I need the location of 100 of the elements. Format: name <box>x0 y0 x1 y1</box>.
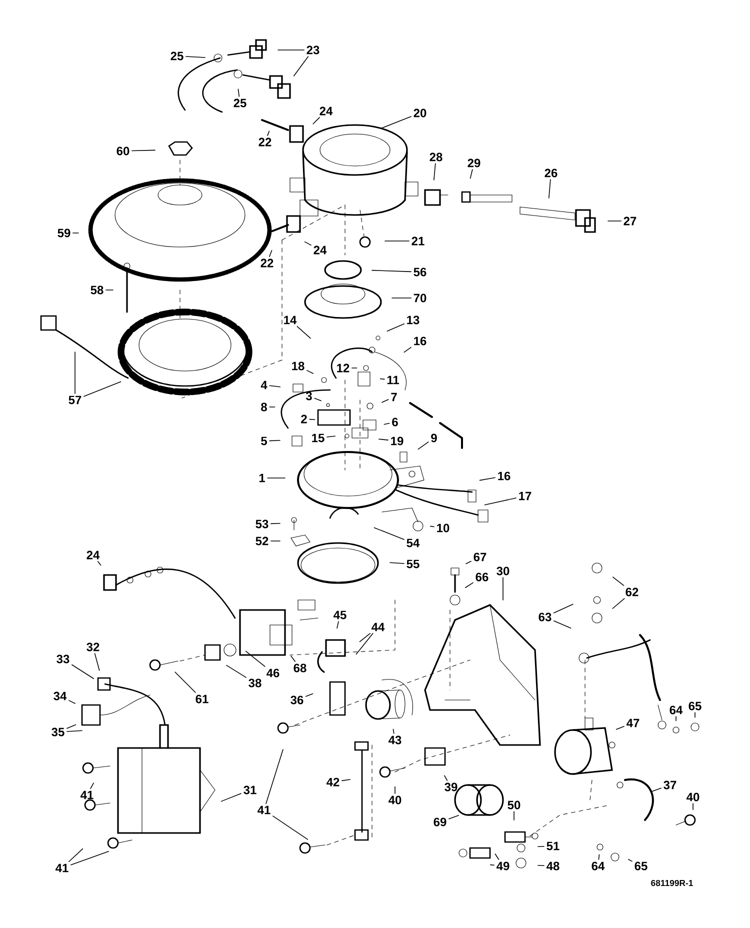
callout-number: 16 <box>498 472 510 480</box>
leader-line <box>484 498 516 506</box>
callout-number: 15 <box>312 434 324 442</box>
callout-number: 60 <box>116 146 130 156</box>
callout-number: 48 <box>546 862 560 870</box>
leader-line <box>269 406 276 408</box>
leader-line <box>430 526 434 528</box>
leader-line <box>290 656 296 662</box>
leader-line <box>374 527 404 540</box>
callout-number: 14 <box>284 316 297 324</box>
callout-number: 34 <box>54 692 67 700</box>
callout-number: 44 <box>372 622 385 632</box>
callout-number: 37 <box>664 780 676 790</box>
callout-number: 56 <box>414 268 426 276</box>
leader-line <box>272 816 308 840</box>
callout-number: 41 <box>56 864 68 872</box>
leader-line <box>72 232 79 234</box>
leader-line <box>356 633 374 655</box>
leader-line <box>270 540 280 542</box>
callout-number: 11 <box>387 376 399 384</box>
callout-number: 51 <box>546 842 560 850</box>
callout-number: 42 <box>326 778 340 786</box>
callout-number: 41 <box>258 806 270 814</box>
callout-number: 53 <box>256 520 268 528</box>
callout-number: 45 <box>334 610 346 620</box>
callout-number: 52 <box>256 536 268 546</box>
leader-line <box>384 422 390 425</box>
leader-line <box>372 270 412 272</box>
leader-line <box>390 562 404 564</box>
leader-line <box>448 815 459 820</box>
leader-line <box>132 150 156 152</box>
leader-line <box>84 381 122 397</box>
callout-number: 41 <box>80 790 94 800</box>
callout-number: 23 <box>306 46 320 54</box>
callout-number: 20 <box>414 108 426 118</box>
leader-line <box>186 56 206 58</box>
leader-line <box>554 604 574 614</box>
leader-line <box>494 854 500 860</box>
leader-line <box>304 241 312 246</box>
leader-line <box>296 326 311 339</box>
leader-line <box>394 786 396 794</box>
leader-line <box>245 650 266 667</box>
leader-line <box>74 352 76 394</box>
callout-number: 24 <box>320 106 333 116</box>
leader-line <box>378 438 388 440</box>
callout-number: 63 <box>538 612 552 622</box>
leader-line <box>359 633 370 642</box>
callout-number: 46 <box>266 668 280 678</box>
callout-number: 18 <box>292 362 304 370</box>
leader-line <box>68 700 76 704</box>
callout-number: 25 <box>234 98 246 108</box>
leader-line <box>628 859 632 862</box>
callout-number: 32 <box>86 642 100 652</box>
leader-line <box>270 523 280 524</box>
callout-number: 70 <box>414 294 426 302</box>
leader-line <box>612 598 625 609</box>
leader-line <box>538 865 544 866</box>
leader-line <box>314 398 322 402</box>
figure-number: 681199R-1 <box>651 880 693 886</box>
callout-number: 33 <box>56 654 70 664</box>
callout-number: 50 <box>508 800 520 810</box>
callout-number: 39 <box>444 782 458 792</box>
leader-line <box>98 561 102 566</box>
leader-line <box>384 240 410 242</box>
callout-number: 54 <box>406 538 420 548</box>
callout-number: 17 <box>519 492 532 500</box>
leader-line <box>174 672 196 693</box>
leader-line <box>66 730 82 732</box>
callout-number: 30 <box>496 566 510 576</box>
callout-number: 65 <box>634 862 648 870</box>
leader-line <box>326 436 336 438</box>
callout-number: 24 <box>314 246 327 254</box>
leader-line <box>70 851 109 866</box>
leader-line <box>336 621 339 629</box>
callout-number: 28 <box>430 152 442 162</box>
callout-number: 4 <box>260 380 268 390</box>
callout-number: 19 <box>391 436 404 446</box>
leader-line <box>382 399 389 403</box>
leader-line <box>392 728 394 734</box>
callout-number: 1 <box>259 474 265 482</box>
leader-line <box>612 576 624 586</box>
leader-line <box>502 577 504 600</box>
leader-line <box>380 378 385 380</box>
leader-line <box>309 418 316 420</box>
callout-number: 36 <box>290 696 304 704</box>
leader-line <box>68 848 84 862</box>
callout-number: 13 <box>407 316 420 324</box>
leader-line <box>490 864 494 866</box>
callout-number: 66 <box>476 572 488 582</box>
leader-line <box>694 712 696 718</box>
leader-line <box>90 782 94 790</box>
leader-line <box>692 803 694 810</box>
callout-number: 35 <box>52 728 64 736</box>
leader-line <box>267 130 270 136</box>
leader-line <box>479 477 496 481</box>
leader-line <box>269 250 272 257</box>
leader-line <box>470 169 473 179</box>
callout-number: 40 <box>388 796 402 804</box>
leader-line <box>386 323 404 332</box>
callout-number: 55 <box>406 560 420 568</box>
